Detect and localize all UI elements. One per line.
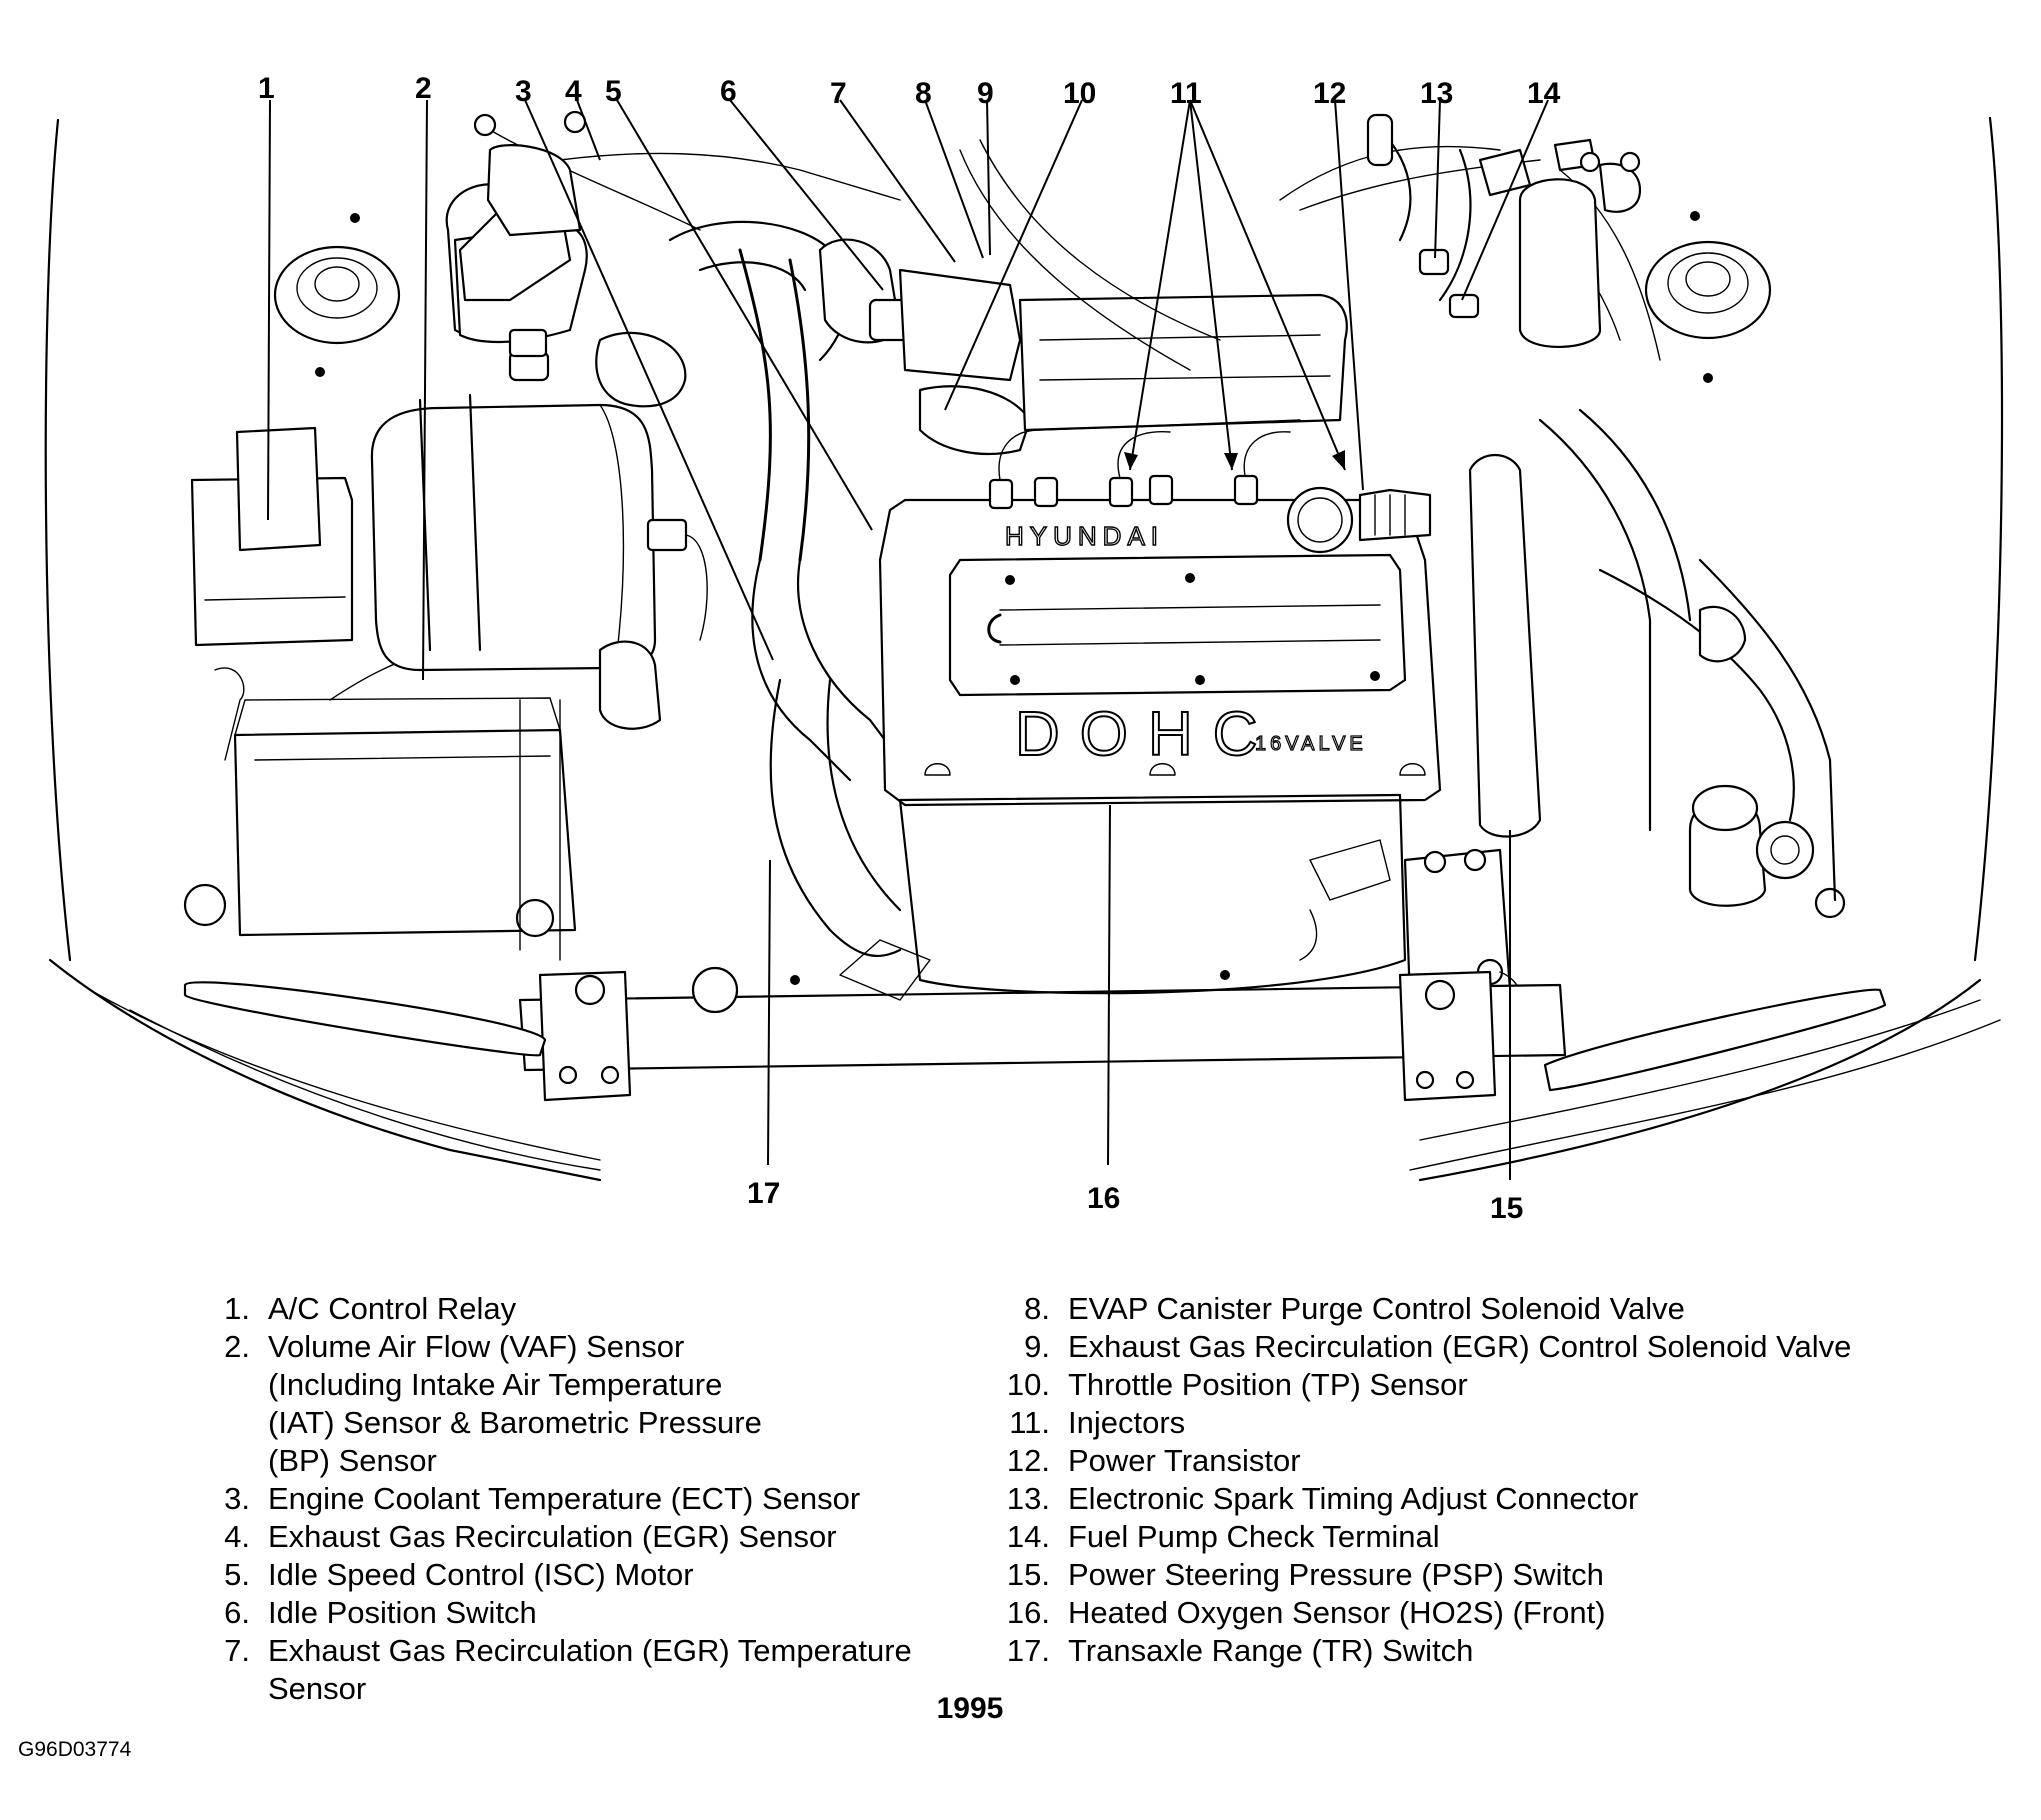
intake-plenum: [1018, 293, 1348, 432]
right-side-hoses: [1403, 408, 1837, 1041]
legend-item-5: 5.Idle Speed Control (ISC) Motor: [224, 1557, 694, 1592]
legend-item-17: 17.Transaxle Range (TR) Switch: [1006, 1633, 1474, 1668]
legend-item-12: 12.Power Transistor: [1006, 1443, 1301, 1478]
callout-4: 4: [565, 75, 582, 108]
engine-valve-mark: 16VALVE: [1255, 733, 1367, 755]
callout-7: 7: [830, 77, 847, 110]
leader-lines: [267, 99, 1549, 1180]
callout-9: 9: [977, 77, 994, 110]
front-crossmember: [183, 793, 1887, 1102]
left-strut-tower: [273, 213, 401, 377]
legend-item-14: 14.Fuel Pump Check Terminal: [1006, 1519, 1440, 1554]
legend-right-column: 8.EVAP Canister Purge Control Solenoid V…: [990, 1290, 2030, 1670]
callout-12: 12: [1313, 77, 1346, 110]
engine-compartment-diagram: HYUNDAI DOHC 16VALVE: [44, 72, 2004, 1225]
engine-brand-mark: HYUNDAI: [1005, 521, 1164, 551]
legend-item-13: 13.Electronic Spark Timing Adjust Connec…: [1006, 1481, 1639, 1516]
legend-item-6: 6.Idle Position Switch: [224, 1595, 537, 1630]
throttle-body: [818, 238, 1032, 456]
legend-item-7: 7.Exhaust Gas Recirculation (EGR) Temper…: [224, 1633, 912, 1706]
battery: [183, 697, 577, 938]
callout-numbers: 1 2 3 4 5 6 7 8 9 10 11 12 13 14 15 16 1…: [258, 72, 1561, 1225]
callout-15: 15: [1490, 1192, 1523, 1225]
legend-item-10: 10.Throttle Position (TP) Sensor: [1006, 1367, 1468, 1402]
legend-item-16: 16.Heated Oxygen Sensor (HO2S) (Front): [1006, 1595, 1606, 1630]
legend-item-9: 9.Exhaust Gas Recirculation (EGR) Contro…: [1024, 1329, 1852, 1364]
legend-item-11: 11.Injectors: [1009, 1405, 1186, 1440]
callout-3: 3: [515, 75, 532, 108]
callout-13: 13: [1420, 77, 1453, 110]
body-outline: [44, 116, 2004, 1182]
callout-17: 17: [747, 1177, 780, 1210]
legend-left-column: 1.A/C Control Relay 2.Volume Air Flow (V…: [190, 1290, 990, 1708]
callout-2: 2: [415, 72, 432, 105]
legend-item-15: 15.Power Steering Pressure (PSP) Switch: [1006, 1557, 1604, 1592]
air-cleaner-vaf: [370, 403, 708, 672]
ac-control-relay-box: [190, 426, 354, 647]
model-year: 1995: [936, 1692, 1004, 1725]
legend-item-3: 3.Engine Coolant Temperature (ECT) Senso…: [224, 1481, 861, 1516]
callout-14: 14: [1527, 77, 1561, 110]
intake-duct: [668, 220, 902, 958]
callout-16: 16: [1087, 1182, 1120, 1215]
callout-1: 1: [258, 72, 275, 105]
right-reservoir: [1518, 178, 1846, 919]
callout-8: 8: [915, 77, 932, 110]
injectors: [988, 419, 1301, 510]
callout-6: 6: [720, 75, 737, 108]
callout-10: 10: [1063, 77, 1096, 110]
engine-illustration: HYUNDAI DOHC 16VALVE: [44, 72, 2004, 1225]
legend-item-4: 4.Exhaust Gas Recirculation (EGR) Sensor: [224, 1519, 837, 1554]
callout-11: 11: [1170, 77, 1202, 110]
right-strut-tower: [1644, 211, 1772, 383]
legend-item-1: 1.A/C Control Relay: [224, 1291, 517, 1326]
figure-code: G96D03774: [18, 1738, 132, 1761]
callout-5: 5: [605, 75, 622, 108]
legend-item-2: 2.Volume Air Flow (VAF) Sensor (Includin…: [224, 1329, 762, 1478]
engine-dohc-mark: DOHC: [1015, 700, 1278, 769]
valve-cover: HYUNDAI DOHC 16VALVE: [878, 486, 1442, 807]
legend-item-8: 8.EVAP Canister Purge Control Solenoid V…: [1024, 1291, 1685, 1326]
left-components: [214, 110, 662, 961]
